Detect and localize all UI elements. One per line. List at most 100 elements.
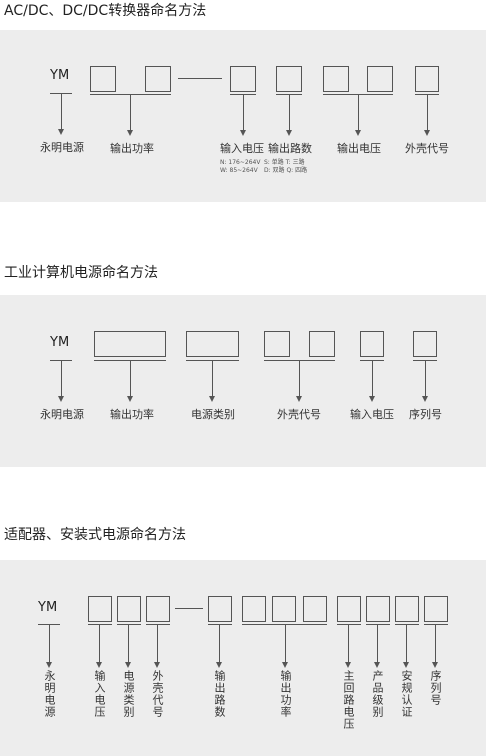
section3-title: 适配器、安装式电源命名方法 <box>4 527 186 543</box>
prefix-ym: YM <box>50 335 70 350</box>
arrow <box>285 624 286 662</box>
code-box <box>88 596 112 622</box>
arrow-head <box>127 130 133 136</box>
label-brand: 永明电源 <box>40 141 84 154</box>
label-serial-number: 序列号 <box>429 670 442 706</box>
note-output-s: S: 单路 T: 三路 <box>264 159 305 166</box>
code-box <box>303 596 327 622</box>
arrow <box>130 360 131 396</box>
arrow-head <box>282 662 288 668</box>
code-box <box>186 331 239 357</box>
arrow-head <box>127 396 133 402</box>
group-underline <box>337 624 361 625</box>
prefix-ym: YM <box>50 68 70 83</box>
arrow <box>49 624 50 662</box>
code-box <box>208 596 232 622</box>
section1-panel: YM 永明电源 输出功率 输入电压 输出路数 输出电压 外壳代号 N: 176~… <box>0 30 486 202</box>
arrow-head <box>345 662 351 668</box>
arrow-head <box>154 662 160 668</box>
arrow-head <box>296 396 302 402</box>
group-underline <box>208 624 232 625</box>
label-case-code: 外壳代号 <box>277 408 321 421</box>
arrow-head <box>432 662 438 668</box>
code-box <box>309 331 335 357</box>
code-box <box>415 66 439 92</box>
label-main-circuit-voltage: 主回路电压 <box>342 670 355 730</box>
arrow <box>128 624 129 662</box>
code-box <box>242 596 266 622</box>
dash-separator <box>178 78 222 79</box>
code-box <box>264 331 290 357</box>
arrow-head <box>286 130 292 136</box>
note-voltage-w: W: 85~264V <box>220 167 258 174</box>
arrow-head <box>96 662 102 668</box>
arrow <box>372 360 373 396</box>
code-box <box>94 331 166 357</box>
label-output-voltage: 输出电压 <box>337 142 381 155</box>
label-output-power: 输出功率 <box>110 142 154 155</box>
label-brand: 永明电源 <box>40 408 84 421</box>
arrow-head <box>240 130 246 136</box>
arrow <box>219 624 220 662</box>
arrow <box>212 360 213 396</box>
section1-title: AC/DC、DC/DC转换器命名方法 <box>4 3 207 19</box>
arrow-head <box>403 662 409 668</box>
code-box <box>276 66 302 92</box>
group-underline <box>117 624 141 625</box>
arrow-head <box>216 662 222 668</box>
group-underline <box>88 624 112 625</box>
arrow <box>377 624 378 662</box>
code-box <box>90 66 116 92</box>
arrow-head <box>355 130 361 136</box>
code-box <box>117 596 141 622</box>
prefix-ym: YM <box>38 600 58 615</box>
label-case-code: 外壳代号 <box>405 142 449 155</box>
arrow <box>157 624 158 662</box>
label-input-voltage: 输入电压 <box>93 670 106 718</box>
arrow-head <box>369 396 375 402</box>
arrow-head <box>46 662 52 668</box>
code-box <box>337 596 361 622</box>
arrow <box>425 360 426 396</box>
code-box <box>360 331 384 357</box>
group-underline <box>395 624 419 625</box>
arrow <box>61 360 62 396</box>
label-case-code: 外壳代号 <box>151 670 164 718</box>
arrow <box>435 624 436 662</box>
label-output-count: 输出路数 <box>268 142 312 155</box>
group-underline <box>242 624 327 625</box>
label-power-type: 电源类别 <box>191 408 235 421</box>
group-underline <box>424 624 448 625</box>
code-box <box>145 66 171 92</box>
arrow <box>358 94 359 130</box>
arrow <box>99 624 100 662</box>
arrow <box>243 94 244 130</box>
arrow <box>289 94 290 130</box>
section3-panel: YM 永明电源 输入电压 电源类别 外壳代号 输出路数 输出功率 主回路电压 产… <box>0 560 486 756</box>
section2-title: 工业计算机电源命名方法 <box>4 265 158 281</box>
arrow <box>61 93 62 129</box>
code-box <box>146 596 170 622</box>
code-box <box>272 596 296 622</box>
arrow-head <box>58 396 64 402</box>
note-output-d: D: 双路 Q: 四路 <box>264 167 308 174</box>
code-box <box>323 66 349 92</box>
arrow <box>348 624 349 662</box>
arrow <box>299 360 300 396</box>
code-box <box>395 596 419 622</box>
dash-separator <box>175 608 203 609</box>
label-output-count: 输出路数 <box>213 670 226 718</box>
arrow <box>406 624 407 662</box>
arrow <box>427 94 428 130</box>
label-output-power: 输出功率 <box>279 670 292 718</box>
label-input-voltage: 输入电压 <box>350 408 394 421</box>
note-voltage-n: N: 176~264V <box>220 159 261 166</box>
arrow-head <box>374 662 380 668</box>
label-input-voltage: 输入电压 <box>220 142 264 155</box>
group-underline <box>366 624 390 625</box>
label-brand: 永明电源 <box>43 670 56 718</box>
label-safety-certification: 安规认证 <box>400 670 413 718</box>
arrow-head <box>422 396 428 402</box>
arrow <box>130 94 131 130</box>
section2-panel: YM 永明电源 输出功率 电源类别 外壳代号 输入电压 序列号 <box>0 295 486 467</box>
